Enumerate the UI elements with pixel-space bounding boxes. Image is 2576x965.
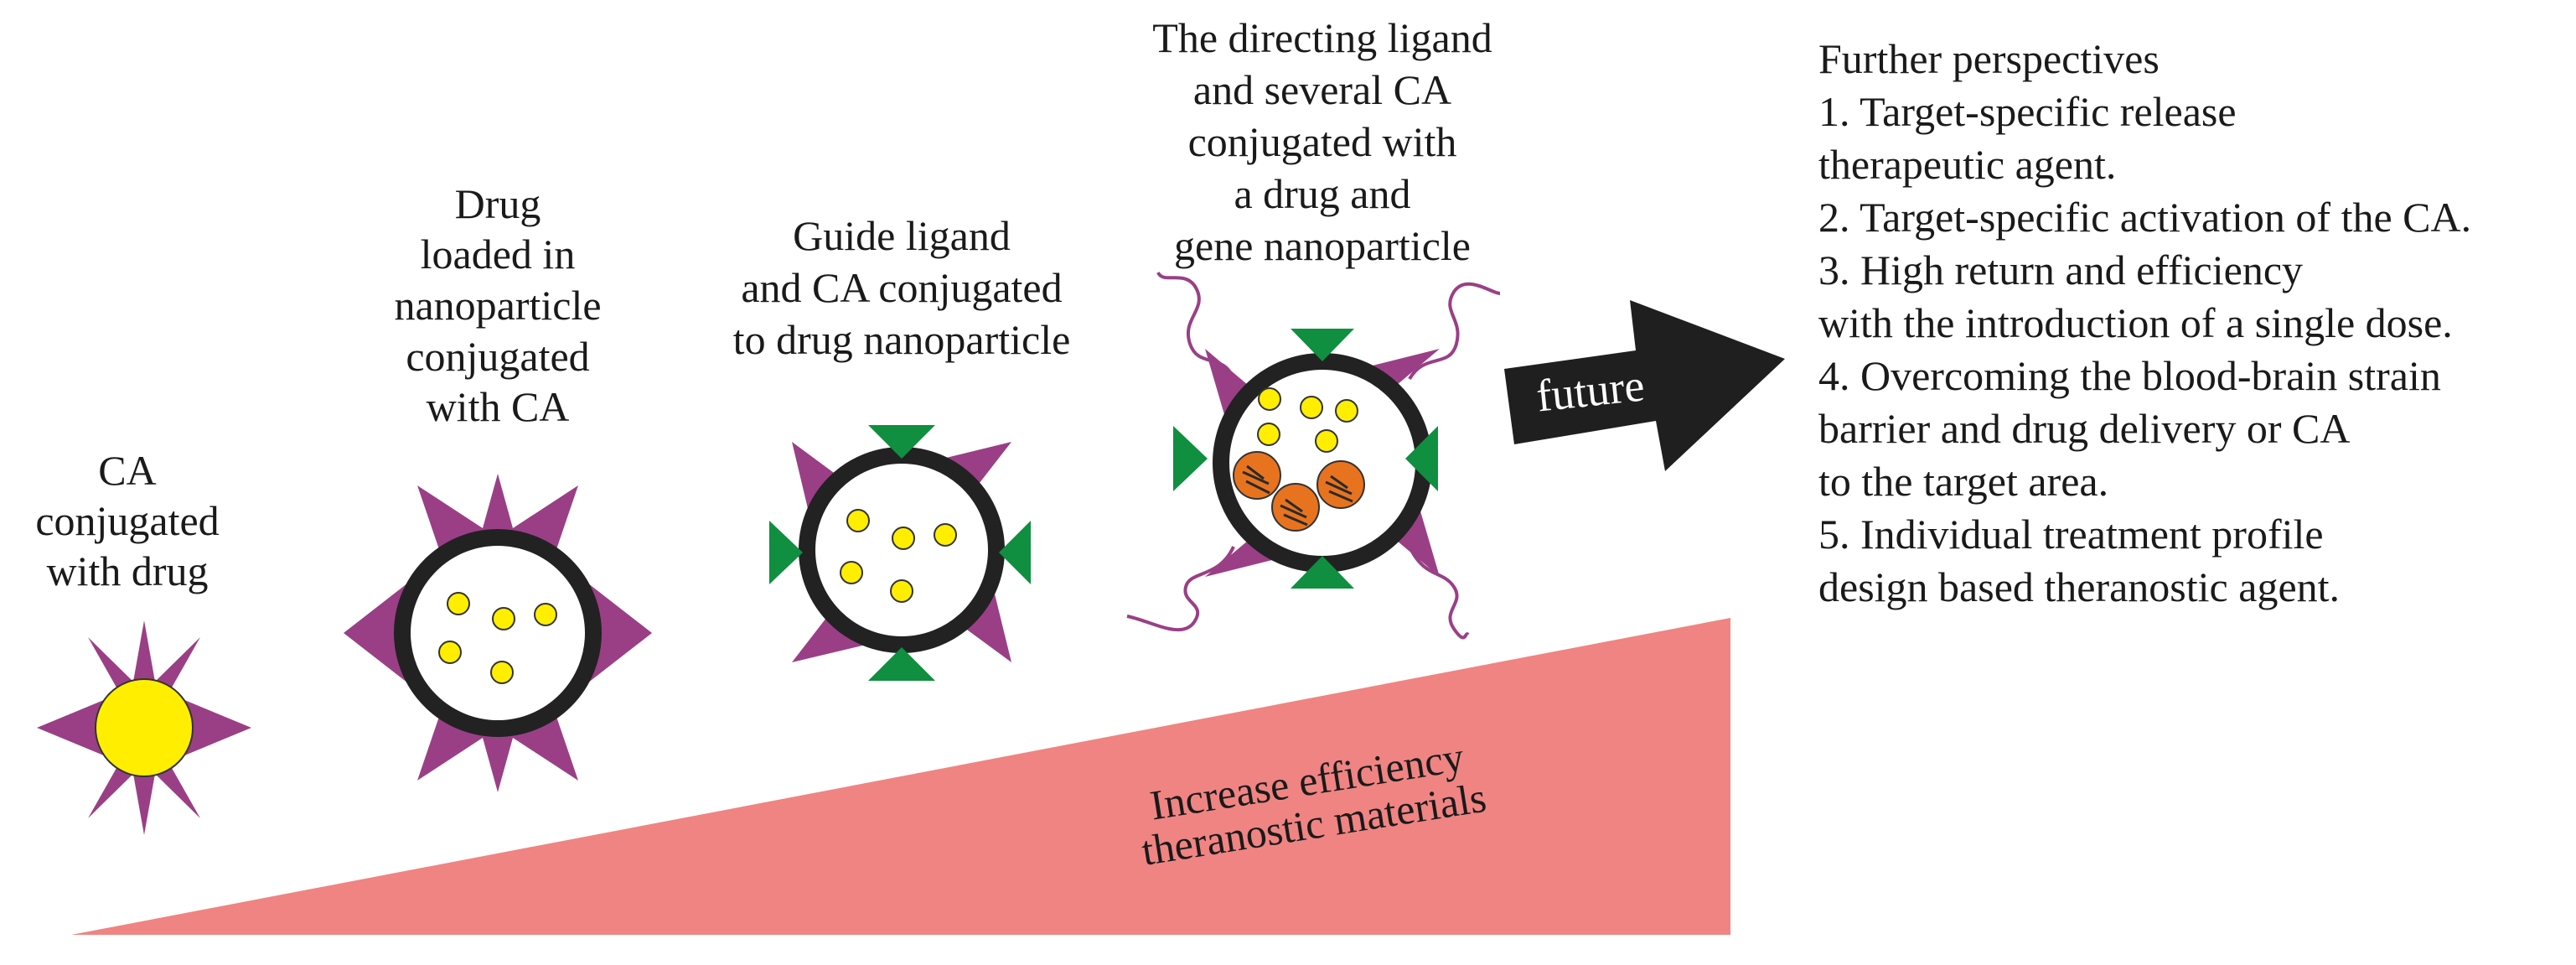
drug-particle-icon [447, 592, 470, 615]
stage-2-caption-line-2: loaded in [421, 231, 576, 278]
perspective-line: therapeutic agent. [1818, 141, 2116, 188]
stage-4-caption-line-1: The directing ligand [1152, 14, 1492, 61]
perspective-line: 5. Individual treatment profile [1818, 511, 2324, 558]
directing-ligand-chain-icon [1408, 282, 1501, 381]
stage-ca-conjugated-with-drug: CA conjugated with drug [35, 447, 251, 835]
stage-directing-ligand-drug-and-gene: The directing ligand and several CA conj… [1126, 14, 1501, 640]
perspectives-title: Further perspectives [1818, 35, 2160, 82]
stage-1-caption-line-1: CA [98, 447, 156, 494]
wedge-shape [71, 618, 1730, 935]
drug-particle-icon [1335, 399, 1358, 423]
guide-ligand-icon [868, 425, 935, 459]
perspective-line: barrier and drug delivery or CA [1818, 405, 2351, 452]
perspective-line: with the introduction of a single dose. [1818, 299, 2453, 346]
stage-4-caption-line-3: conjugated with [1188, 118, 1457, 165]
stage-1-caption-line-3: with drug [46, 547, 208, 594]
drug-particle-icon [846, 509, 870, 532]
perspective-line: to the target area. [1818, 458, 2108, 505]
stage-2-caption-line-4: conjugated [406, 333, 589, 380]
directing-ligand-chain-icon [1126, 546, 1235, 632]
stage-3-caption-line-3: to drug nanoparticle [733, 316, 1071, 363]
guide-ligand-icon [1405, 426, 1438, 491]
perspective-line: 3. High return and efficiency [1818, 246, 2303, 293]
efficiency-wedge: Increase efficiency theranostic material… [71, 618, 1730, 935]
stage-3-caption-line-2: and CA conjugated [741, 264, 1062, 311]
directing-ligand-chain-icon [1408, 546, 1470, 640]
gene-particle-icon [1316, 460, 1365, 509]
stage-4-caption-line-2: and several CA [1193, 66, 1451, 113]
stage-guide-ligand-and-ca: Guide ligand and CA conjugated to drug n… [733, 212, 1071, 681]
stage-3-caption-line-1: Guide ligand [793, 212, 1011, 259]
nanoparticle-shell-icon [394, 529, 602, 737]
stage-drug-nanoparticle-with-ca: Drug loaded in nanoparticle conjugated w… [344, 180, 652, 792]
drug-particle-icon [534, 603, 557, 626]
gene-particle-icon [1233, 451, 1281, 500]
nanoparticle-shell-icon [799, 447, 1005, 653]
further-perspectives: Further perspectives 1. Target-specific … [1818, 35, 2471, 610]
guide-ligand-icon [1173, 426, 1208, 491]
directing-ligand-chain-icon [1156, 271, 1235, 380]
guide-ligand-icon [1291, 329, 1354, 361]
stage-4-caption-line-4: a drug and [1234, 170, 1410, 217]
perspective-line: 4. Overcoming the blood-brain strain [1818, 352, 2441, 399]
stage-2-caption-line-3: nanoparticle [394, 282, 601, 329]
drug-particle-icon [492, 607, 515, 630]
perspective-line: 1. Target-specific release [1818, 88, 2237, 135]
gene-particle-icon [1271, 483, 1320, 532]
drug-particle-icon [1258, 387, 1281, 411]
perspective-line: design based theranostic agent. [1818, 563, 2340, 610]
drug-particle-icon [840, 561, 863, 584]
guide-ligand-icon [868, 647, 935, 681]
drug-particle-icon [1257, 423, 1280, 446]
future-arrow-label: future [1534, 360, 1648, 421]
guide-ligand-icon [1291, 556, 1354, 589]
future-arrow: future [1504, 300, 1785, 471]
guide-ligand-icon [769, 521, 803, 584]
drug-particle-icon [892, 527, 915, 550]
drug-particle-icon [438, 641, 462, 664]
guide-ligand-icon [999, 521, 1031, 584]
drug-particle-icon [1300, 396, 1323, 419]
drug-particle-icon [1315, 429, 1338, 453]
perspective-line: 2. Target-specific activation of the CA. [1818, 194, 2471, 241]
drug-particle-icon [934, 523, 957, 547]
drug-particle-icon [490, 661, 514, 684]
drug-particle-icon [890, 579, 913, 603]
stage-1-caption-line-2: conjugated [35, 497, 219, 544]
stage-4-caption-line-5: gene nanoparticle [1174, 222, 1471, 269]
future-arrow-shape [1504, 300, 1785, 471]
stage-2-caption-line-1: Drug [455, 180, 541, 227]
drug-core-icon [95, 678, 194, 777]
stage-2-caption-line-5: with CA [427, 383, 570, 430]
